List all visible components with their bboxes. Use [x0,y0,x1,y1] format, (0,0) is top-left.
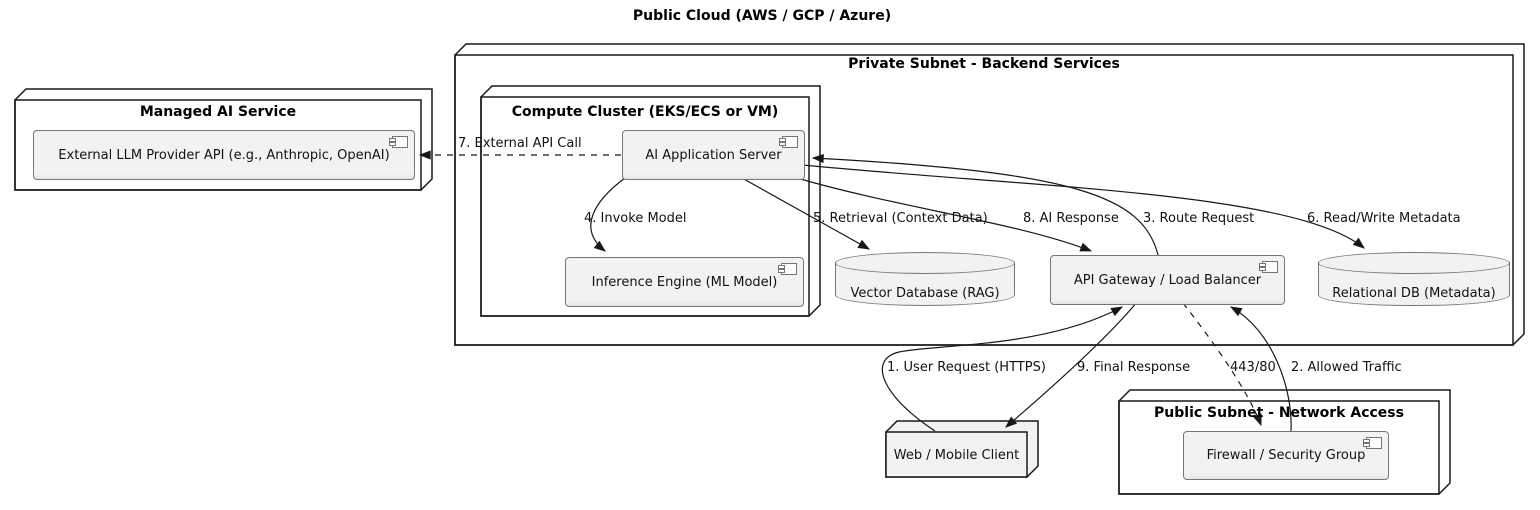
web-client-label: Web / Mobile Client [893,448,1020,463]
component-icon [778,263,797,275]
edge-allowed-traffic-line [1229,306,1292,432]
edge-read-write-metadata-line [802,164,1365,249]
database-icon [1318,252,1510,274]
edge-retrieval-label: 5. Retrieval (Context Data) [813,211,988,226]
vector-db-cylinder: Vector Database (RAG) [835,252,1015,306]
edge-final-response-label: 9. Final Response [1077,360,1191,375]
database-icon [835,252,1015,274]
ai-app-server-label: AI Application Server [645,147,782,163]
component-icon [779,136,798,148]
public-subnet-label: Public Subnet - Network Access [1154,405,1404,421]
component-icon [389,136,408,148]
compute-cluster-label: Compute Cluster (EKS/ECS or VM) [511,104,779,120]
web-client-node-shape [885,420,1039,478]
edge-ports-label: 443/80 [1230,360,1276,375]
external-llm-component: External LLM Provider API (e.g., Anthrop… [33,130,415,180]
edge-external-api-call-label: 7. External API Call [458,136,582,151]
managed-ai-label: Managed AI Service [139,104,297,120]
diagram-title: Public Cloud (AWS / GCP / Azure) [632,8,892,24]
inference-engine-label: Inference Engine (ML Model) [591,274,778,290]
edge-ai-response-line [796,177,1093,252]
edge-route-request-line [811,153,1159,256]
private-subnet-label: Private Subnet - Backend Services [848,56,1120,72]
edge-read-write-metadata-label: 6. Read/Write Metadata [1307,211,1461,226]
edge-invoke-model-line [590,177,626,252]
api-gateway-component: API Gateway / Load Balancer [1050,255,1285,305]
ai-app-server-component: AI Application Server [622,130,805,180]
edge-user-request-label: 1. User Request (HTTPS) [887,360,1046,375]
inference-engine-component: Inference Engine (ML Model) [565,257,804,307]
edge-invoke-model-label: 4. Invoke Model [584,211,687,226]
edge-user-request-line [881,306,1124,432]
edge-retrieval-line [741,177,871,250]
vector-db-label: Vector Database (RAG) [850,286,1000,301]
firewall-label: Firewall / Security Group [1206,448,1366,463]
edge-final-response-line [1005,301,1138,428]
api-gateway-label: API Gateway / Load Balancer [1073,272,1262,288]
firewall-component: Firewall / Security Group [1183,431,1389,480]
relational-db-label: Relational DB (Metadata) [1332,286,1496,301]
component-icon [1259,261,1278,273]
edge-ports-line [1182,302,1262,427]
external-llm-label: External LLM Provider API (e.g., Anthrop… [58,147,390,163]
relational-db-cylinder: Relational DB (Metadata) [1318,252,1510,306]
component-icon [1363,437,1382,449]
edge-route-request-label: 3. Route Request [1143,211,1255,226]
edge-ai-response-label: 8. AI Response [1023,211,1119,226]
edge-allowed-traffic-label: 2. Allowed Traffic [1291,360,1402,375]
